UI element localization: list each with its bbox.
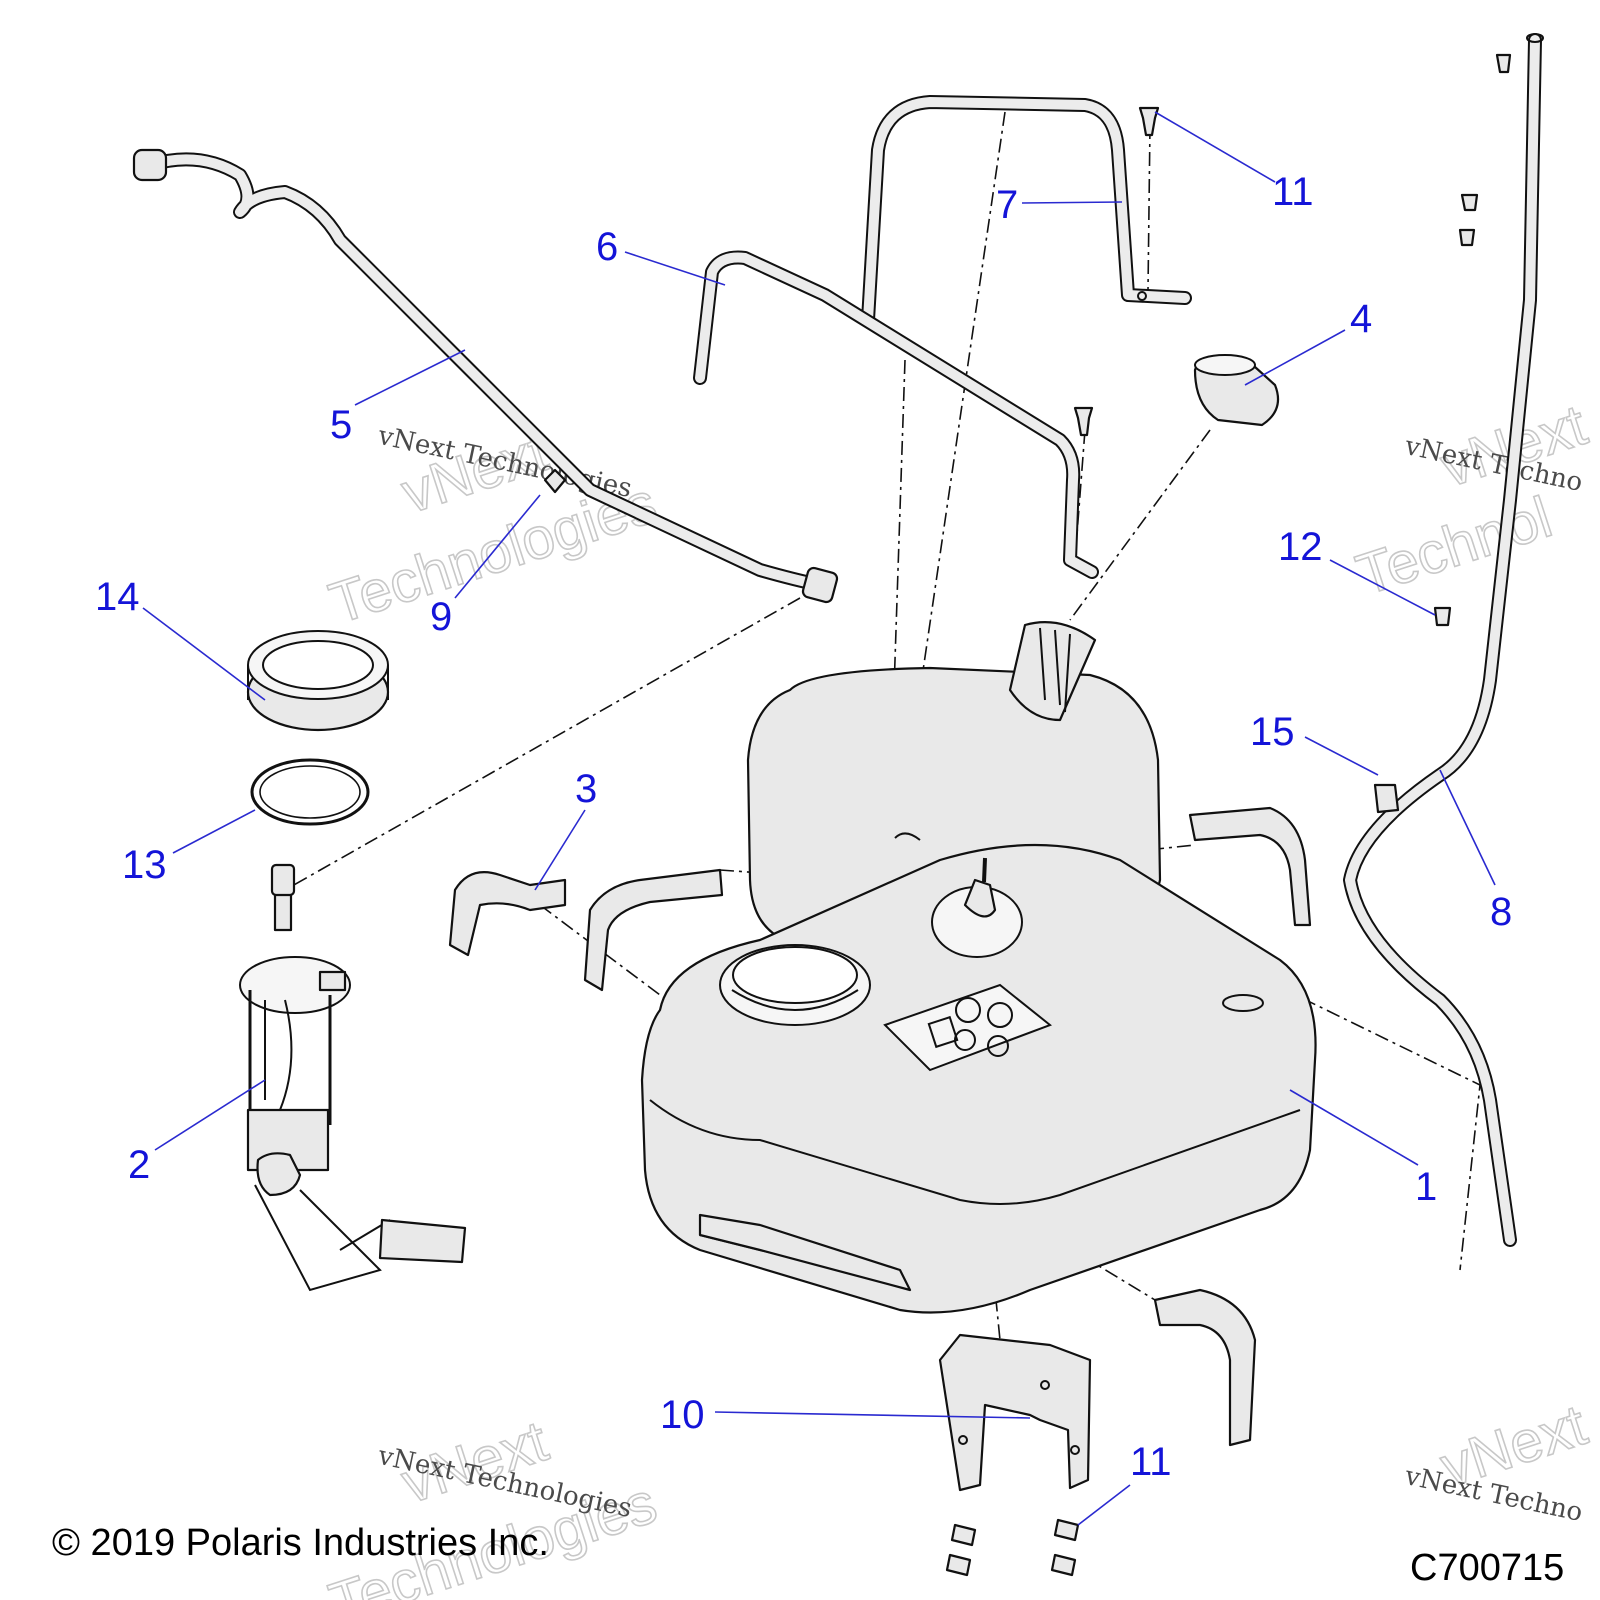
- bolt-bottom-3: [1053, 1518, 1080, 1542]
- bolt-bottom-4: [1050, 1553, 1077, 1577]
- callout-9: 9: [430, 595, 452, 639]
- bolt-bottom-2: [945, 1553, 972, 1577]
- callout-2: 2: [128, 1143, 150, 1187]
- watermark-top-left: vNext Technologies vNext Technologies: [321, 418, 665, 638]
- clip-8b: [1460, 193, 1479, 212]
- callout-1: 1: [1415, 1165, 1437, 1209]
- bolt-top: [1138, 106, 1160, 137]
- watermark-bottom-right: vNext vNext Techno: [1401, 1391, 1595, 1527]
- clip-12: [1433, 606, 1452, 627]
- callout-8: 8: [1490, 890, 1512, 934]
- bolt-strap: [1073, 406, 1094, 437]
- callout-12: 12: [1278, 525, 1323, 569]
- seal-ring: [250, 758, 370, 826]
- tank-bracket: [938, 1333, 1092, 1492]
- callout-6: 6: [596, 225, 618, 269]
- callout-13: 13: [122, 843, 167, 887]
- lower-strap: [693, 250, 1099, 579]
- callout-7: 7: [996, 183, 1018, 227]
- fuel-tank: [640, 621, 1317, 1314]
- watermark-big-bottom-right: Technol: [1349, 484, 1559, 608]
- watermark-top-right: vNext Technol vNext Techno: [1348, 391, 1595, 608]
- callout-15: 15: [1250, 710, 1295, 754]
- fuel-pump: [239, 863, 467, 1292]
- fasteners: [945, 53, 1512, 1577]
- filler-cap: [1193, 354, 1280, 427]
- lock-ring: [246, 630, 390, 732]
- clip-8a: [1495, 53, 1512, 74]
- callout-3: 3: [575, 767, 597, 811]
- callout-leaders: [142, 111, 1496, 1526]
- callout-11-bottom: 11: [1130, 1440, 1172, 1484]
- copyright-text: © 2019 Polaris Industries Inc.: [52, 1522, 549, 1564]
- bolt-bottom-1: [950, 1523, 977, 1547]
- tank-pads: [448, 806, 1312, 1447]
- callout-14: 14: [95, 575, 140, 619]
- clip-8c: [1458, 228, 1476, 247]
- callout-5: 5: [330, 403, 352, 447]
- vent-hose: [132, 148, 839, 604]
- callout-10: 10: [660, 1393, 705, 1437]
- callout-11-top: 11: [1272, 170, 1314, 214]
- upper-strap: [861, 95, 1192, 327]
- diagram-code: C700715: [1410, 1547, 1564, 1589]
- clip-15: [1373, 783, 1400, 814]
- callout-labels: 1 2 3 4 5 6 7 8 9 10 11 11 12 13 14 15: [95, 170, 1512, 1484]
- callout-4: 4: [1350, 297, 1372, 341]
- watermark-bottom-left: vNext Technologies vNext Technologies: [321, 1408, 665, 1600]
- long-vent-tube: [1343, 33, 1544, 1247]
